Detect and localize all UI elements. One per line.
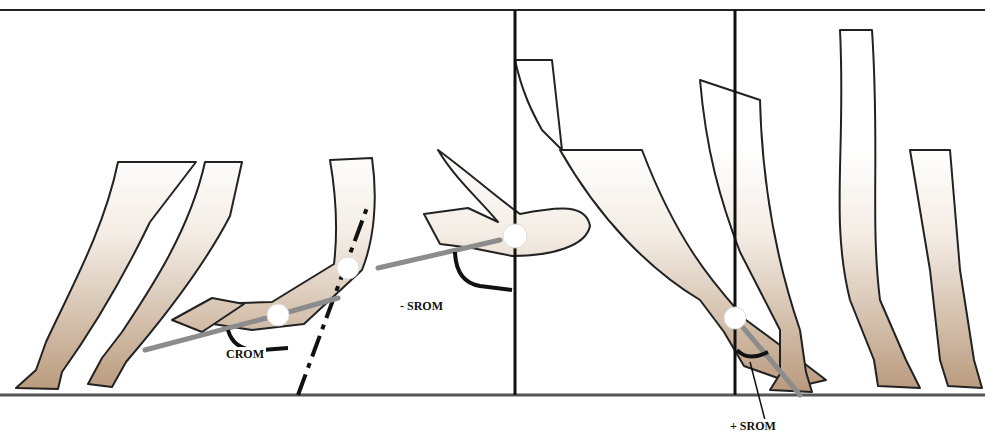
- top-rule: [0, 9, 985, 11]
- joint-markers: [267, 224, 746, 329]
- vertical-reference: [514, 10, 517, 395]
- vertical-reference: [734, 10, 737, 395]
- angle-arcs: [228, 252, 768, 357]
- horse-legs: [16, 30, 982, 392]
- angle-label: + SROM: [728, 419, 778, 433]
- angle-label: CROM: [224, 347, 266, 361]
- angle-label: - SROM: [398, 299, 445, 313]
- segment-lines: [145, 240, 800, 395]
- leader-line: [750, 362, 765, 420]
- ground-line: [0, 394, 985, 397]
